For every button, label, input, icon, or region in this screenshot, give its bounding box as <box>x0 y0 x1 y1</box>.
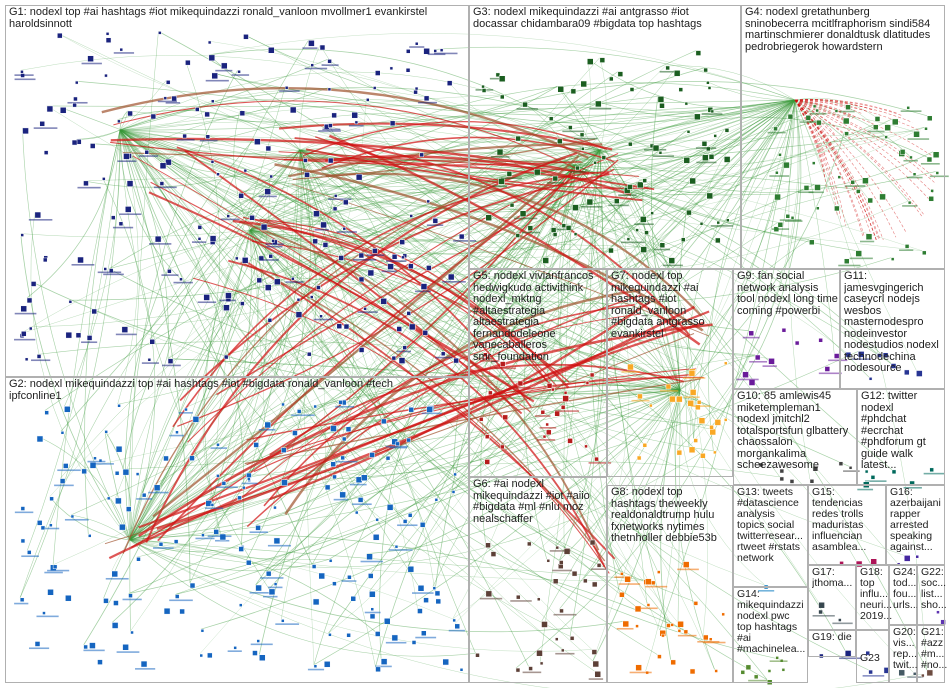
group-box-g15: G15: tendencias redes trolls maduristas … <box>808 485 886 565</box>
group-label-g19: G19: die <box>812 632 852 643</box>
group-label-g24: G24: tod... fou... urls... <box>893 567 919 611</box>
group-box-g17: G17: jthoma... <box>808 565 856 630</box>
group-label-g5: G5: nodexl vivianfrancos hedwigkudo acti… <box>473 271 593 363</box>
group-label-g14: G14: mikequindazzi nodexl pwc top hashta… <box>737 589 805 655</box>
group-box-g13: G13: tweets #datascience analysis topics… <box>733 485 808 587</box>
group-label-g21: G21: #azz #m... #no... <box>921 627 947 671</box>
group-box-g4: G4: nodexl gretathunberg sninobecerra mc… <box>741 5 945 269</box>
group-box-g14: G14: mikequindazzi nodexl pwc top hashta… <box>733 587 808 683</box>
group-label-g12: G12: twitter nodexl #phdchat #ecrchat #p… <box>861 391 926 472</box>
group-box-g10: G10: 85 amlewis45 miketempleman1 nodexl … <box>733 389 857 485</box>
group-label-g11: G11: jamesvgingerich caseycrl nodejs wes… <box>844 271 939 375</box>
group-label-g2: G2: nodexl mikequindazzi top #ai hashtag… <box>9 379 393 402</box>
group-box-g16: G16: azerbaijani rapper arrested speakin… <box>886 485 945 565</box>
group-box-g1: G1: nodexl top #ai hashtags #iot mikequi… <box>5 5 469 377</box>
group-box-g21: G21: #azz #m... #no... <box>917 625 945 683</box>
group-box-g7: G7: nodexl top mikequindazzi #ai hashtag… <box>607 269 733 477</box>
group-box-g11: G11: jamesvgingerich caseycrl nodejs wes… <box>840 269 945 389</box>
group-box-g6: G6: #ai nodexl mikequindazzi #iot #aiio … <box>469 477 607 683</box>
group-box-g3: G3: nodexl mikequindazzi #ai antgrasso #… <box>469 5 741 269</box>
group-box-g9: G9: fan social network analysis tool nod… <box>733 269 840 389</box>
group-box-g18: G18: top influ... neuri... 2019... <box>856 565 889 630</box>
group-label-g1: G1: nodexl top #ai hashtags #iot mikequi… <box>9 7 427 30</box>
group-label-g20: G20: vis... rep... twit... <box>893 627 918 671</box>
group-box-g23: G23 <box>856 630 889 683</box>
group-label-g13: G13: tweets #datascience analysis topics… <box>737 487 803 564</box>
group-label-g8: G8: nodexl top hashtags theweekly realdo… <box>611 487 717 545</box>
group-box-g20: G20: vis... rep... twit... <box>889 625 917 683</box>
group-box-g24: G24: tod... fou... urls... <box>889 565 917 625</box>
group-label-g10: G10: 85 amlewis45 miketempleman1 nodexl … <box>737 391 848 472</box>
group-label-g16: G16: azerbaijani rapper arrested speakin… <box>890 487 941 553</box>
group-box-g5: G5: nodexl vivianfrancos hedwigkudo acti… <box>469 269 607 477</box>
group-box-g12: G12: twitter nodexl #phdchat #ecrchat #p… <box>857 389 945 485</box>
group-box-g2: G2: nodexl mikequindazzi top #ai hashtag… <box>5 377 469 683</box>
group-label-g7: G7: nodexl top mikequindazzi #ai hashtag… <box>611 271 705 340</box>
group-label-g22: G22: soc... list... sho... <box>921 567 947 611</box>
group-label-g9: G9: fan social network analysis tool nod… <box>737 271 838 317</box>
group-box-g19: G19: die <box>808 630 856 657</box>
group-label-g3: G3: nodexl mikequindazzi #ai antgrasso #… <box>473 7 702 30</box>
group-label-g23: G23 <box>860 653 880 664</box>
group-label-g18: G18: top influ... neuri... 2019... <box>860 567 892 622</box>
group-label-g17: G17: jthoma... <box>812 567 852 589</box>
group-label-g15: G15: tendencias redes trolls maduristas … <box>812 487 866 553</box>
group-label-g4: G4: nodexl gretathunberg sninobecerra mc… <box>745 7 930 53</box>
group-box-g8: G8: nodexl top hashtags theweekly realdo… <box>607 485 733 683</box>
group-label-g6: G6: #ai nodexl mikequindazzi #iot #aiio … <box>473 479 590 525</box>
group-box-g22: G22: soc... list... sho... <box>917 565 945 625</box>
